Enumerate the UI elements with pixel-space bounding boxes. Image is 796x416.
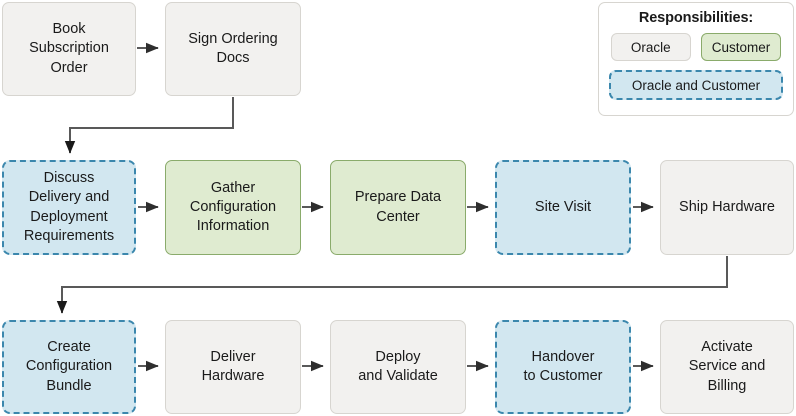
legend-row-top: Oracle Customer (609, 33, 783, 61)
node-handover-to-customer[interactable]: Handover to Customer (495, 320, 631, 414)
node-ship-hardware[interactable]: Ship Hardware (660, 160, 794, 255)
legend-chip-customer: Customer (700, 33, 782, 61)
node-book-subscription-order[interactable]: Book Subscription Order (2, 2, 136, 96)
legend-title: Responsibilities: (638, 10, 754, 26)
node-create-configuration-bundle[interactable]: Create Configuration Bundle (2, 320, 136, 414)
node-deliver-hardware[interactable]: Deliver Hardware (165, 320, 301, 414)
connector-ship-to-create-bundle (56, 256, 728, 314)
node-prepare-data-center[interactable]: Prepare Data Center (330, 160, 466, 255)
node-discuss-delivery-deployment-requirements[interactable]: Discuss Delivery and Deployment Requirem… (2, 160, 136, 255)
node-site-visit[interactable]: Site Visit (495, 160, 631, 255)
node-activate-service-and-billing[interactable]: Activate Service and Billing (660, 320, 794, 414)
legend-panel: Responsibilities: Oracle Customer Oracle… (598, 2, 794, 116)
node-gather-configuration-information[interactable]: Gather Configuration Information (165, 160, 301, 255)
connector-sign-to-discuss (64, 97, 234, 154)
legend-row-bottom: Oracle and Customer (609, 70, 783, 100)
node-sign-ordering-docs[interactable]: Sign Ordering Docs (165, 2, 301, 96)
legend-chip-oracle-and-customer: Oracle and Customer (609, 70, 783, 100)
node-deploy-and-validate[interactable]: Deploy and Validate (330, 320, 466, 414)
legend-chip-oracle: Oracle (610, 33, 691, 61)
